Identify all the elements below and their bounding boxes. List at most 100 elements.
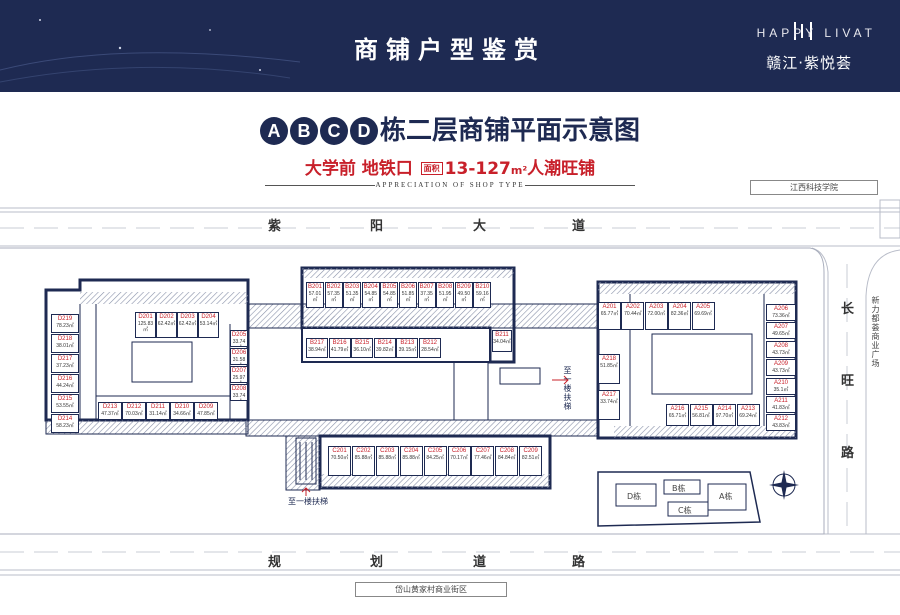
shop-unit-area: 44.24㎡ (56, 383, 74, 389)
shop-unit-id: B209 (456, 284, 471, 290)
shop-unit-id: D204 (201, 314, 216, 320)
landmark-college: 江西科技学院 (750, 180, 878, 195)
shop-unit-id: B207 (419, 284, 434, 290)
shop-unit-id: B214 (377, 340, 392, 346)
plan-title-text: 栋二层商铺平面示意图 (379, 116, 640, 146)
shop-unit-area: 82.51㎡ (521, 455, 540, 461)
shop-unit-id: D207 (231, 368, 247, 374)
shop-unit-area: 33.74㎡ (232, 393, 246, 400)
shop-unit-area: 70.50㎡ (330, 455, 349, 461)
shop-unit-area: 36.10㎡ (353, 347, 371, 353)
shop-unit-id: A203 (649, 304, 664, 310)
escalator-south-arrow-icon (301, 487, 311, 496)
shop-unit-area: 84.84㎡ (498, 455, 516, 461)
shop-unit-area: 43.83㎡ (772, 423, 790, 430)
shop-unit-id: D202 (159, 314, 174, 320)
shop-unit-id: D213 (102, 404, 118, 410)
shop-unit-area: 125.83㎡ (137, 321, 154, 333)
shop-unit-area: 65.71㎡ (668, 413, 687, 419)
shop-unit-area: 38.01㎡ (56, 343, 74, 349)
shop-unit-id: D216 (57, 376, 73, 382)
shop-unit-id: B201 (307, 284, 322, 290)
shop-unit-id: C206 (451, 448, 467, 454)
caption-rule-left (265, 185, 375, 186)
shop-unit-id: B210 (475, 284, 490, 290)
shop-unit-id: A209 (773, 361, 788, 368)
shop-unit-id: C209 (523, 448, 538, 454)
shop-unit-id: A217 (601, 392, 616, 398)
shop-unit-id: B206 (400, 284, 415, 290)
shop-unit-id: B212 (422, 340, 437, 346)
north-road (0, 207, 900, 247)
shop-unit-area: 70.03㎡ (125, 411, 143, 417)
brand-logo-icon (794, 22, 812, 40)
shop-unit-area: 73.36㎡ (772, 313, 790, 319)
east-road (811, 199, 900, 534)
shop-unit-id: D219 (57, 316, 73, 322)
shop-unit-id: D218 (57, 336, 73, 342)
shop-unit-area: 56.81㎡ (692, 413, 710, 419)
building-badge-b: B (289, 117, 318, 145)
shop-unit-id: B208 (438, 284, 453, 290)
shop-unit-area: 78.23㎡ (56, 323, 74, 329)
north-road-char-4: 道 (572, 219, 586, 234)
shop-unit-area: 58.23㎡ (56, 423, 74, 429)
shop-unit-area: 47.37㎡ (101, 411, 119, 417)
shop-unit-area: 54.85㎡ (364, 291, 378, 303)
shop-unit-area: 31.58㎡ (232, 357, 246, 364)
header-banner: 商铺户型鉴赏 HAPPY LIVAT 赣江·紫悦荟 (0, 0, 900, 92)
site-plan-building-d: D栋 (627, 492, 642, 501)
shop-unit-area: 77.46㎡ (474, 455, 492, 461)
brand-name-cn: 赣江·紫悦荟 (766, 54, 852, 72)
caption: APPRECIATION OF SHOP TYPE (375, 181, 525, 189)
shop-unit-id: D209 (198, 404, 214, 410)
shop-unit-id: A202 (625, 304, 640, 310)
shop-unit-area: 54.85㎡ (383, 291, 396, 303)
shop-unit-id: A206 (773, 306, 788, 312)
escalator-south-label: 至一楼扶梯 (288, 497, 328, 506)
south-road-char-2: 划 (370, 555, 384, 570)
shop-unit-id: C208 (499, 448, 514, 454)
shop-unit-area: 47.85㎡ (197, 411, 215, 417)
shop-unit-area: 72.00㎡ (647, 311, 666, 317)
shop-unit-area: 57.35㎡ (327, 291, 340, 303)
shop-unit-id: D208 (231, 386, 247, 392)
north-road-char-2: 阳 (370, 219, 384, 234)
shop-unit-id: D211 (151, 404, 165, 410)
shop-unit-id: C202 (356, 448, 371, 454)
east-road-char-2: 旺 (841, 374, 855, 389)
shop-unit-id: D212 (126, 404, 142, 410)
shop-unit-id: D201 (138, 314, 153, 320)
shop-unit-area: 70.44㎡ (624, 311, 642, 317)
shop-unit-area: 41.79㎡ (330, 347, 349, 353)
shop-unit-id: C201 (332, 448, 347, 454)
shop-unit-area: 28.54㎡ (421, 347, 439, 353)
shop-unit-area: 53.14㎡ (199, 321, 218, 327)
south-road-char-4: 路 (572, 555, 586, 570)
